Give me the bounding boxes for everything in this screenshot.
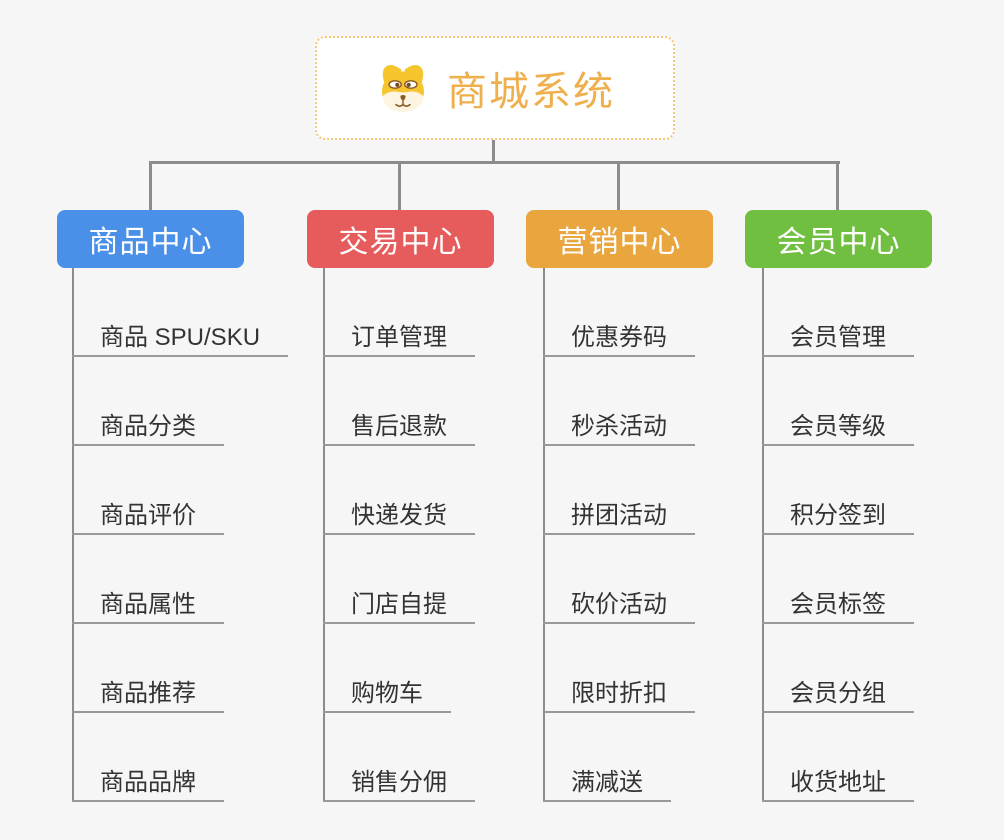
leaf-node[interactable]: 会员管理 [762,326,914,357]
connector-horizontal-bar [149,161,840,164]
branch-product-center[interactable]: 商品中心 [57,210,244,268]
leaf-node[interactable]: 收货地址 [762,771,914,802]
leaf-node[interactable]: 优惠券码 [543,326,695,357]
leaf-node[interactable]: 商品 SPU/SKU [72,326,289,357]
leaf-node[interactable]: 会员分组 [762,682,914,713]
leaf-node[interactable]: 拼团活动 [543,504,695,535]
leaf-node[interactable]: 会员标签 [762,593,914,624]
leaf-node[interactable]: 商品属性 [72,593,224,624]
dog-face-icon [382,65,424,112]
leaf-node[interactable]: 售后退款 [323,415,475,446]
leaf-node[interactable]: 订单管理 [323,326,475,357]
branch-member-center[interactable]: 会员中心 [745,210,932,268]
leaf-node[interactable]: 销售分佣 [323,771,475,802]
spine-member-center [762,268,764,802]
connector-drop-member [836,164,839,210]
root-title: 商城系统 [447,70,615,114]
spine-trade-center [323,268,325,802]
leaf-node[interactable]: 商品评价 [72,504,224,535]
leaf-node[interactable]: 商品分类 [72,415,224,446]
leaf-node[interactable]: 商品推荐 [72,682,224,713]
leaf-node[interactable]: 商品品牌 [72,771,224,802]
connector-root-drop [492,140,495,163]
leaf-node[interactable]: 砍价活动 [543,593,695,624]
connector-drop-trade [398,164,401,210]
spine-marketing-center [543,268,545,802]
leaf-node[interactable]: 门店自提 [323,593,475,624]
leaf-node[interactable]: 限时折扣 [543,682,695,713]
leaf-node[interactable]: 秒杀活动 [543,415,695,446]
connector-drop-product [149,164,152,210]
leaf-node[interactable]: 快递发货 [323,504,475,535]
leaf-node[interactable]: 积分签到 [762,504,914,535]
root-node[interactable]: 商城系统 [315,36,675,140]
spine-product-center [72,268,74,802]
branch-marketing-center[interactable]: 营销中心 [526,210,713,268]
leaf-node[interactable]: 会员等级 [762,415,914,446]
leaf-node[interactable]: 满减送 [543,771,671,802]
connector-drop-marketing [617,164,620,210]
branch-trade-center[interactable]: 交易中心 [307,210,494,268]
leaf-node[interactable]: 购物车 [323,682,451,713]
